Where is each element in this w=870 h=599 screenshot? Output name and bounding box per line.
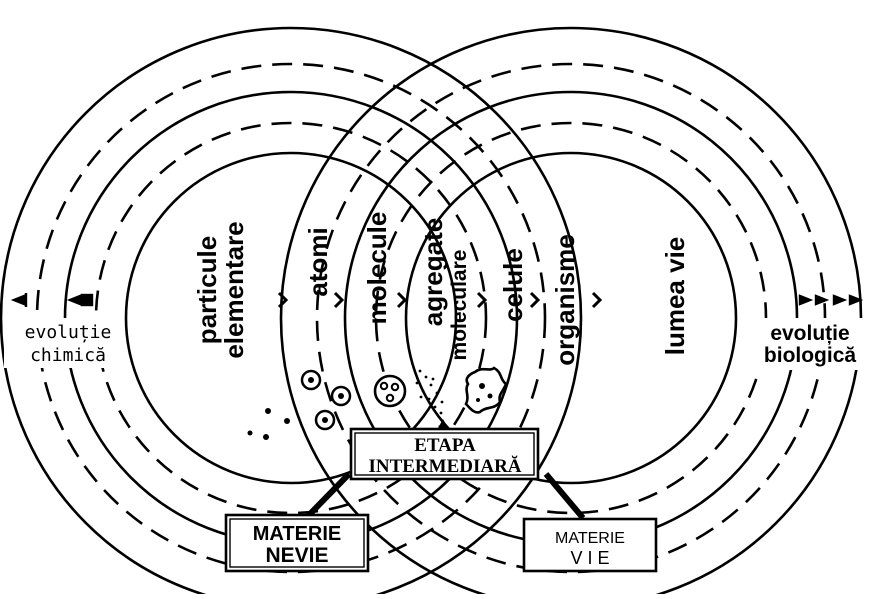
left-marker-block <box>82 295 92 305</box>
label-evolutie-biologica-1: evoluție <box>770 322 849 345</box>
label-celule: celule <box>498 248 528 322</box>
etapa-title: ETAPA <box>414 435 476 456</box>
stage-labels: particule elementare atomi molecule agre… <box>192 212 690 366</box>
left-ring-markers <box>14 293 92 307</box>
label-moleculare: moleculare <box>448 250 471 361</box>
vie-line2: V I E <box>570 548 609 568</box>
vie-line1: MATERIE <box>555 530 625 547</box>
arrow-2 <box>335 293 342 307</box>
etapa-intermediara-box: ETAPA INTERMEDIARĂ <box>351 429 538 479</box>
right-marker-2 <box>816 296 826 304</box>
arrow-3 <box>398 293 405 307</box>
label-evolutie-chimica-1: evoluție <box>25 322 112 343</box>
arrow-4 <box>478 293 485 307</box>
atom-icons <box>302 371 350 429</box>
arrow-5 <box>531 293 538 307</box>
left-marker-1 <box>14 296 24 304</box>
label-evolutie-biologica-2: biologică <box>764 344 856 367</box>
label-particule: particule <box>192 236 222 344</box>
materie-vie-box: MATERIE V I E <box>524 519 656 571</box>
materie-nevie-box: MATERIE NEVIE <box>226 515 368 571</box>
molecule-icon <box>375 376 405 406</box>
left-marker-2 <box>70 296 80 304</box>
label-evolutie-chimica-2: chimică <box>30 345 106 366</box>
arrow-6 <box>593 293 600 307</box>
label-organisme: organisme <box>550 234 580 366</box>
intermediara-title: INTERMEDIARĂ <box>368 455 521 477</box>
right-ring-markers <box>800 296 860 304</box>
label-lumea-vie: lumea vie <box>660 237 690 356</box>
right-marker-3 <box>834 296 844 304</box>
label-atomi: atomi <box>303 227 333 296</box>
left-outer-ring <box>1 28 581 594</box>
nevie-line1: MATERIE <box>253 523 342 545</box>
elementary-particles-icon <box>248 408 291 440</box>
right-marker-4 <box>850 296 860 304</box>
nevie-line2: NEVIE <box>265 544 328 567</box>
right-marker-1 <box>800 296 810 304</box>
label-agregate: agregate <box>418 218 448 326</box>
label-elementare: elementare <box>219 221 249 358</box>
label-molecule: molecule <box>362 212 392 325</box>
